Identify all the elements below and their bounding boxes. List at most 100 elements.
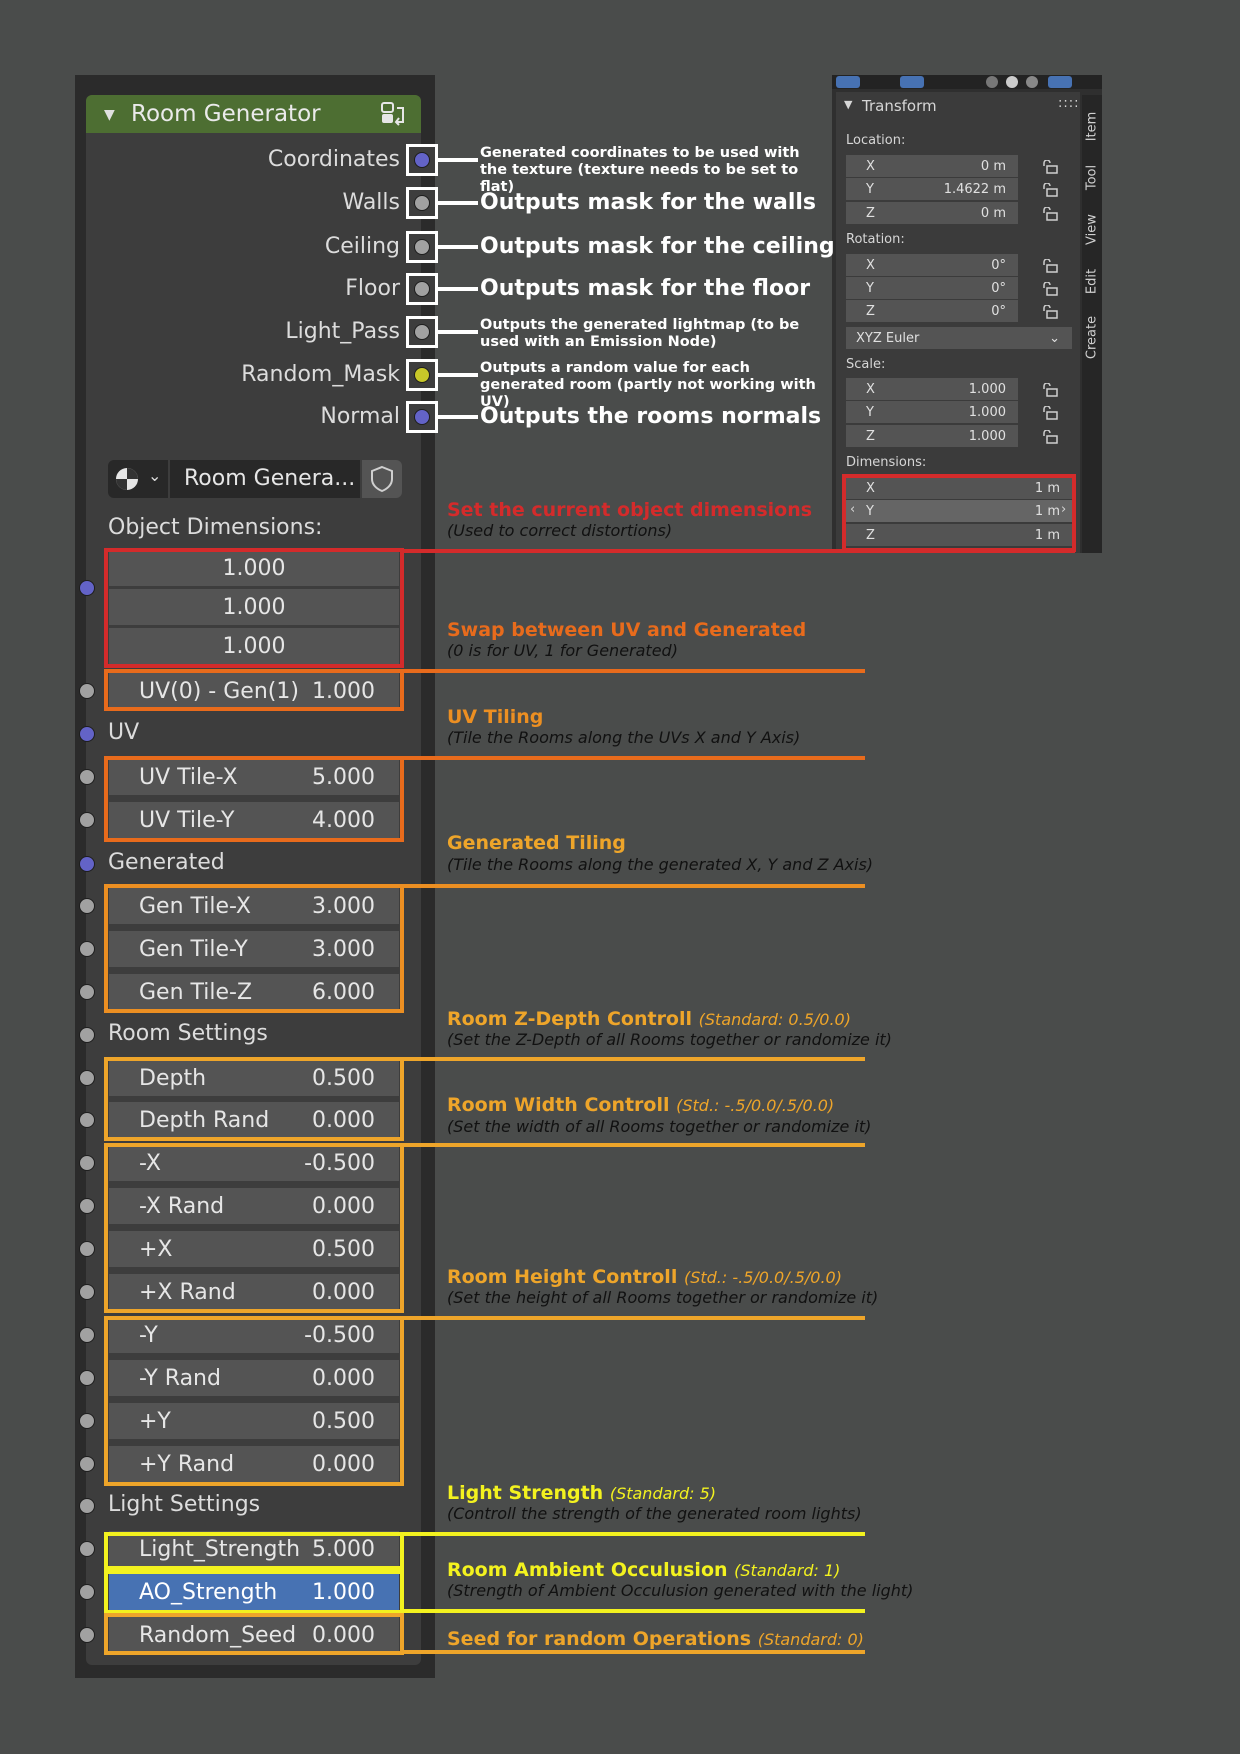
sidebar-tab-item[interactable]: Item [1084,111,1100,142]
lock-icon[interactable] [1043,429,1058,444]
field-value: 0.000 [312,1451,375,1477]
lock-icon[interactable] [1043,182,1058,197]
input-socket[interactable] [79,1198,95,1214]
drag-handle-icon[interactable]: :::: [1058,96,1080,111]
input-socket[interactable] [79,1370,95,1386]
input-socket[interactable] [79,1070,95,1086]
object-dimension-field[interactable]: 1.000 [109,628,399,664]
input-socket[interactable] [79,1498,95,1514]
input-socket[interactable] [79,984,95,1000]
transform-collapse-icon[interactable]: ▼ [844,98,853,111]
decrement-arrow-icon[interactable]: ‹ [850,502,856,517]
chevron-down-icon: ⌄ [1049,330,1060,346]
output-socket-walls[interactable] [414,195,430,211]
input-socket[interactable] [79,769,95,785]
annotation-title-text: UV Tiling [447,706,544,728]
input-socket[interactable] [79,898,95,914]
lock-icon[interactable] [1043,405,1058,420]
fake-user-button[interactable] [362,460,402,498]
field-label: Random_Seed [139,1622,297,1648]
transform-panel-header[interactable] [836,92,1080,120]
output-socket-random-mask[interactable] [414,367,430,383]
output-socket-ceiling[interactable] [414,239,430,255]
sidebar-tab-tool[interactable]: Tool [1084,164,1100,191]
input-socket[interactable] [79,683,95,699]
output-socket-floor[interactable] [414,281,430,297]
object-dimension-field[interactable]: 1.000 [109,589,399,625]
output-socket-coordinates[interactable] [414,152,430,168]
lock-icon[interactable] [1043,281,1058,296]
sidebar-tab-view[interactable]: View [1084,214,1100,245]
height-field[interactable]: -Y-0.500 [109,1317,399,1353]
input-socket[interactable] [79,1112,95,1128]
node-group-name-field[interactable]: Room Genera... [170,460,360,498]
lock-icon[interactable] [1043,304,1058,319]
input-socket[interactable] [79,1027,95,1043]
input-socket[interactable] [79,1456,95,1472]
input-socket[interactable] [79,1541,95,1557]
sidebar-tab-edit[interactable]: Edit [1084,268,1100,295]
uv-gen-switch-field[interactable]: UV(0) - Gen(1)1.000 [109,673,399,709]
width-field[interactable]: -X-0.500 [109,1145,399,1181]
annotation-standard: (Std.: -.5/0.0/.5/0.0) [683,1268,842,1287]
lock-icon[interactable] [1043,206,1058,221]
lock-icon[interactable] [1043,159,1058,174]
output-socket-highlight [406,231,438,263]
input-socket[interactable] [79,726,95,742]
output-socket-normal[interactable] [414,409,430,425]
input-socket[interactable] [79,1627,95,1643]
input-socket[interactable] [79,812,95,828]
rotation-mode-select[interactable]: XYZ Euler⌄ [846,327,1072,349]
axis-value: 0° [991,257,1006,273]
input-socket[interactable] [79,1155,95,1171]
lock-icon[interactable] [1043,382,1058,397]
node-header[interactable] [86,95,421,133]
object-dimension-field[interactable]: 1.000 [109,550,399,586]
input-socket[interactable] [79,941,95,957]
input-socket[interactable] [79,1327,95,1343]
output-socket-light-pass[interactable] [414,324,430,340]
sidebar-tab-create[interactable]: Create [1084,315,1100,360]
input-socket[interactable] [79,856,95,872]
node-group-icon[interactable] [379,100,407,128]
lock-icon[interactable] [1043,258,1058,273]
input-socket[interactable] [79,580,95,596]
increment-arrow-icon[interactable]: › [1061,502,1067,517]
annotation-line [400,884,865,888]
input-socket[interactable] [79,1413,95,1429]
collapse-triangle-icon[interactable]: ▼ [104,107,115,123]
node-group-browse-button[interactable]: ⌄ [108,460,168,498]
uv-tiling-highlight [104,756,404,842]
input-socket[interactable] [79,1241,95,1257]
input-socket[interactable] [79,1284,95,1300]
input-socket[interactable] [79,1584,95,1600]
